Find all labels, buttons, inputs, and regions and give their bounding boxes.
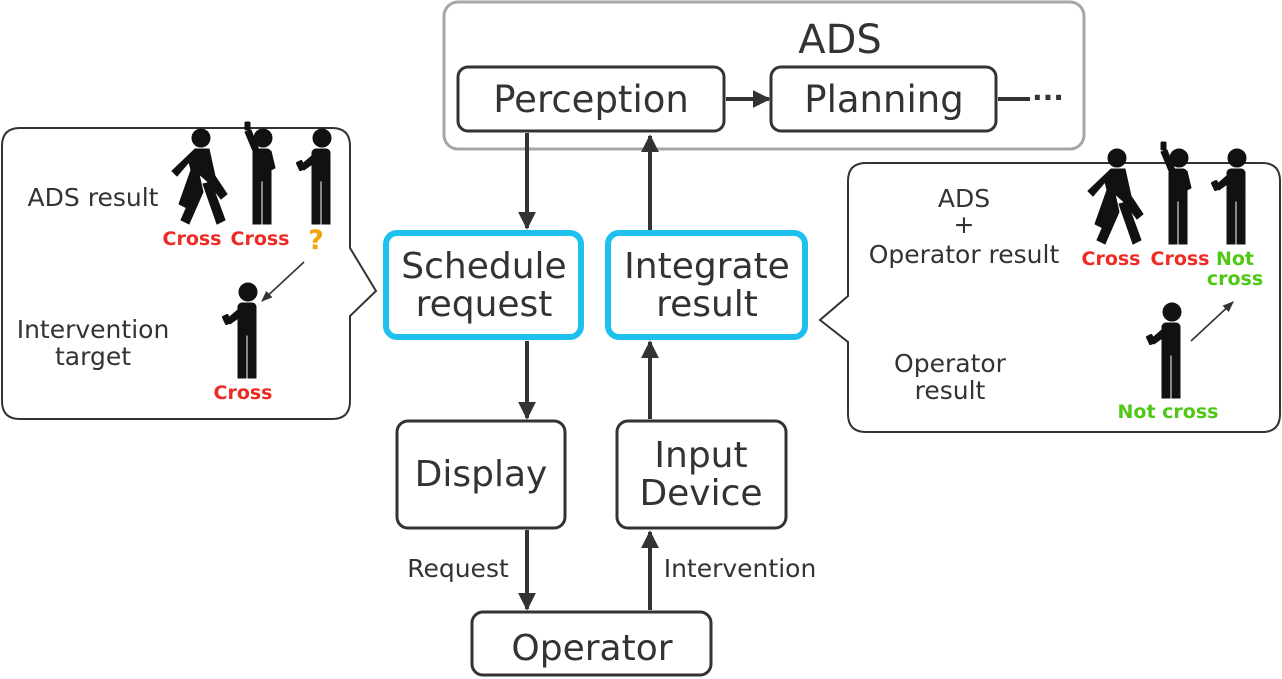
operator-result-arrow xyxy=(1190,301,1234,342)
operator-only-line2: result xyxy=(915,376,986,405)
target-cross-label: Cross xyxy=(214,382,273,404)
planning-label: Planning xyxy=(804,78,963,121)
perception-label: Perception xyxy=(493,78,689,121)
input-device-line1: Input xyxy=(654,435,747,476)
intervention-label: Intervention xyxy=(664,554,817,583)
perception-box xyxy=(456,65,726,133)
operator-result-label: Operator result xyxy=(869,240,1060,269)
schedule-request-line2: request xyxy=(416,284,553,325)
operator-only-line1: Operator xyxy=(894,349,1007,378)
left-cross-2: Cross xyxy=(231,228,290,250)
operator-box xyxy=(470,610,713,677)
plus-sign: + xyxy=(954,210,975,239)
request-label: Request xyxy=(407,554,509,583)
right-speech-bubble xyxy=(818,162,1281,433)
integrate-result-box xyxy=(605,230,808,340)
right-cross-label: cross xyxy=(1207,268,1263,290)
right-cross-1: Cross xyxy=(1082,248,1141,270)
planning-box xyxy=(769,65,998,133)
input-device-line2: Device xyxy=(639,473,762,514)
operator-label: Operator xyxy=(511,628,672,669)
display-label: Display xyxy=(415,454,548,495)
schedule-request-line1: Schedule xyxy=(401,246,566,287)
right-not-label: Not xyxy=(1216,248,1254,270)
right-cross-2: Cross xyxy=(1151,248,1210,270)
integrate-result-line2: result xyxy=(656,284,758,325)
right-ads-label: ADS xyxy=(938,184,990,213)
question-mark-icon: ? xyxy=(308,225,324,256)
operator-not-cross-label: Not cross xyxy=(1118,401,1219,423)
target-select-arrow xyxy=(261,261,305,302)
ads-result-label: ADS result xyxy=(28,183,159,212)
integrate-result-line1: Integrate xyxy=(624,246,790,287)
schedule-request-box xyxy=(383,230,584,340)
left-cross-1: Cross xyxy=(163,228,222,250)
left-speech-bubble xyxy=(1,127,378,420)
planning-ellipsis: ··· xyxy=(1032,81,1064,114)
intervention-target-line2: target xyxy=(55,342,131,371)
intervention-target-line1: Intervention xyxy=(17,315,170,344)
display-box xyxy=(395,419,567,530)
ads-title: ADS xyxy=(798,17,882,63)
input-device-box xyxy=(615,419,788,530)
